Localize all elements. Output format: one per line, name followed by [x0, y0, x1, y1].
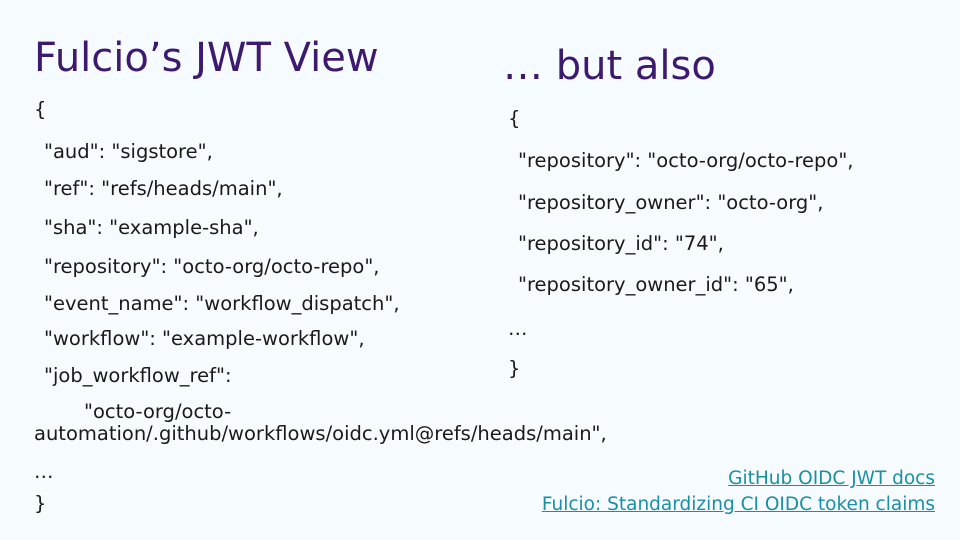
json-line: { [508, 107, 521, 130]
json-line: "workflow": "example-workflow", [44, 327, 365, 350]
fulcio-oidc-claims-link[interactable]: Fulcio: Standardizing CI OIDC token clai… [541, 494, 935, 515]
json-line: "repository_id": "74", [518, 232, 724, 255]
json-line: … [508, 317, 528, 340]
json-line: "job_workflow_ref": [44, 364, 232, 387]
json-line: "repository": "octo-org/octo-repo", [44, 255, 380, 278]
right-title: … but also [503, 43, 716, 89]
reference-links: GitHub OIDC JWT docs Fulcio: Standardizi… [542, 466, 935, 518]
json-line: } [34, 492, 47, 515]
json-line: { [34, 98, 47, 121]
json-line: "ref": "refs/heads/main", [44, 177, 283, 200]
json-line: "repository_owner": "octo-org", [518, 191, 824, 214]
github-oidc-docs-link[interactable]: GitHub OIDC JWT docs [728, 468, 935, 489]
left-title: Fulcio’s JWT View [34, 35, 379, 81]
json-line: … [34, 460, 54, 483]
json-line-wrapped: "octo-org/octo-automation/.github/workfl… [34, 400, 607, 445]
json-line: "aud": "sigstore", [44, 140, 213, 163]
json-line: "repository_owner_id": "65", [518, 273, 794, 296]
json-line: "sha": "example-sha", [44, 216, 259, 239]
json-line: } [508, 357, 521, 380]
json-line: "repository": "octo-org/octo-repo", [518, 149, 854, 172]
json-line: "event_name": "workflow_dispatch", [44, 292, 400, 315]
